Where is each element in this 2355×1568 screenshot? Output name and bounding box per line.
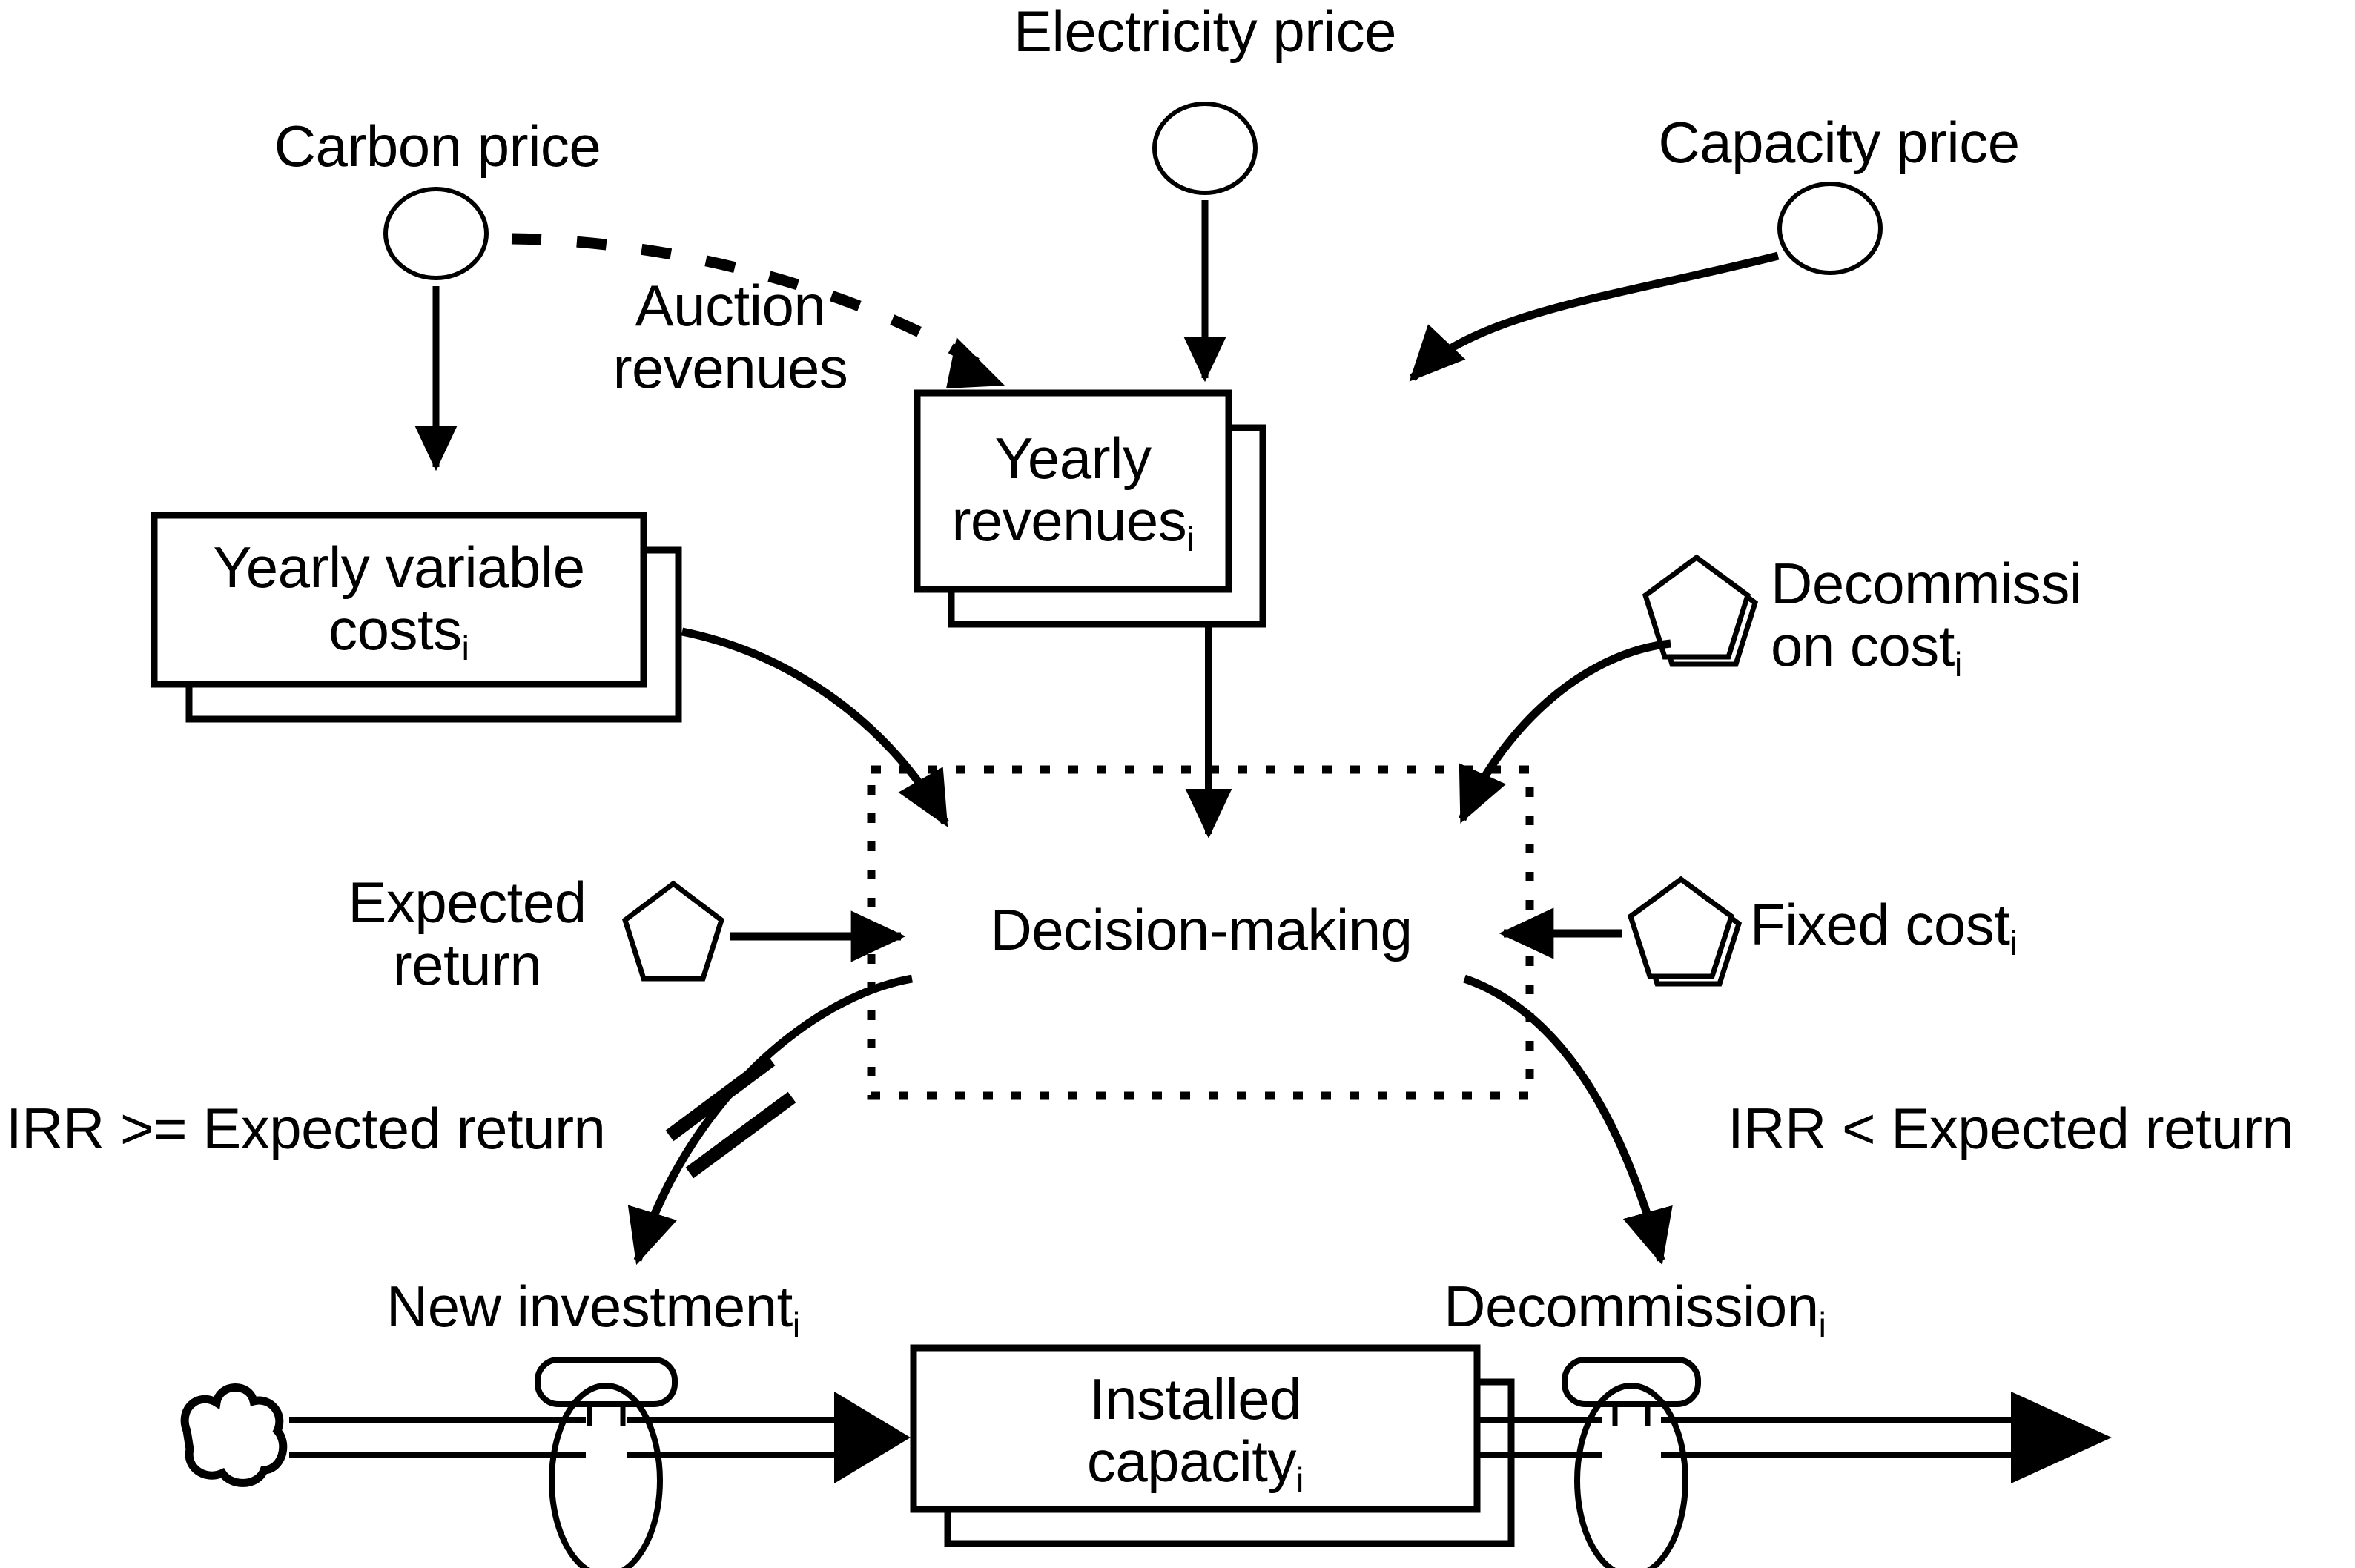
fixed-cost-subscript: i — [2009, 924, 2018, 962]
capacity-price-label: Capacity price — [1658, 110, 2020, 175]
irr-lt-expected-return-label: IRR < Expected return — [1728, 1096, 2294, 1161]
fixed-cost-text: Fixed cost — [1750, 892, 2010, 957]
carbon-price-label: Carbon price — [274, 113, 601, 179]
decommission-cost-subscript: i — [1954, 645, 1963, 684]
edge-auction-revenues-arrowhead — [946, 337, 1005, 388]
edge-decision-to-decommission — [1463, 974, 1673, 1266]
new-investment-text: New investment — [386, 1274, 793, 1339]
flow-arrow-into-capacity — [834, 1392, 911, 1483]
yearly-variable-costs-box — [151, 512, 647, 688]
carbon-price-circle — [383, 187, 489, 280]
fixed-cost-pentagon — [1627, 876, 1735, 979]
decision-making-boundary — [867, 765, 1534, 1100]
capacity-price-circle — [1777, 182, 1883, 275]
yearly-revenues-box — [914, 389, 1232, 593]
expected-return-pentagon — [621, 880, 725, 982]
yearly-revenues-subscript: i — [1186, 520, 1195, 559]
decommission-subscript: i — [1818, 1306, 1826, 1344]
new-investment-valve-body — [549, 1383, 663, 1568]
delay-marker-slash-1 — [665, 1054, 776, 1142]
edge-decommission-cost-to-decision — [1458, 639, 1671, 824]
electricity-price-circle — [1152, 102, 1258, 195]
decommission-label: Decommissioni — [1375, 1274, 1895, 1343]
new-investment-subscript: i — [792, 1306, 801, 1344]
delay-marker-slash-2 — [685, 1091, 796, 1179]
fixed-cost-label: Fixed costi — [1750, 892, 2224, 962]
irr-ge-expected-return-label: IRR >= Expected return — [6, 1096, 606, 1161]
edge-decision-to-new-investment — [627, 974, 913, 1266]
edge-variable-costs-to-decision — [681, 627, 949, 827]
new-investment-valve-cap — [535, 1357, 678, 1407]
installed-capacity-box — [910, 1344, 1481, 1513]
decommission-valve-body — [1574, 1383, 1688, 1568]
edge-auction-revenues-dashed — [511, 233, 992, 376]
decommission-valve-cap — [1562, 1357, 1701, 1407]
yearly-variable-costs-subscript: i — [461, 629, 469, 668]
decision-making-label: Decision-making — [990, 897, 1413, 962]
electricity-price-label: Electricity price — [1014, 0, 1396, 64]
decommission-cost-pentagon — [1642, 554, 1751, 660]
edge-capacity-to-revenues — [1409, 251, 1780, 382]
flow-arrow-to-sink — [2011, 1392, 2112, 1483]
installed-capacity-subscript: i — [1295, 1461, 1304, 1500]
decommission-text: Decommission — [1444, 1274, 1819, 1339]
source-cloud-icon — [180, 1383, 288, 1487]
new-investment-label: New investmenti — [326, 1274, 860, 1343]
